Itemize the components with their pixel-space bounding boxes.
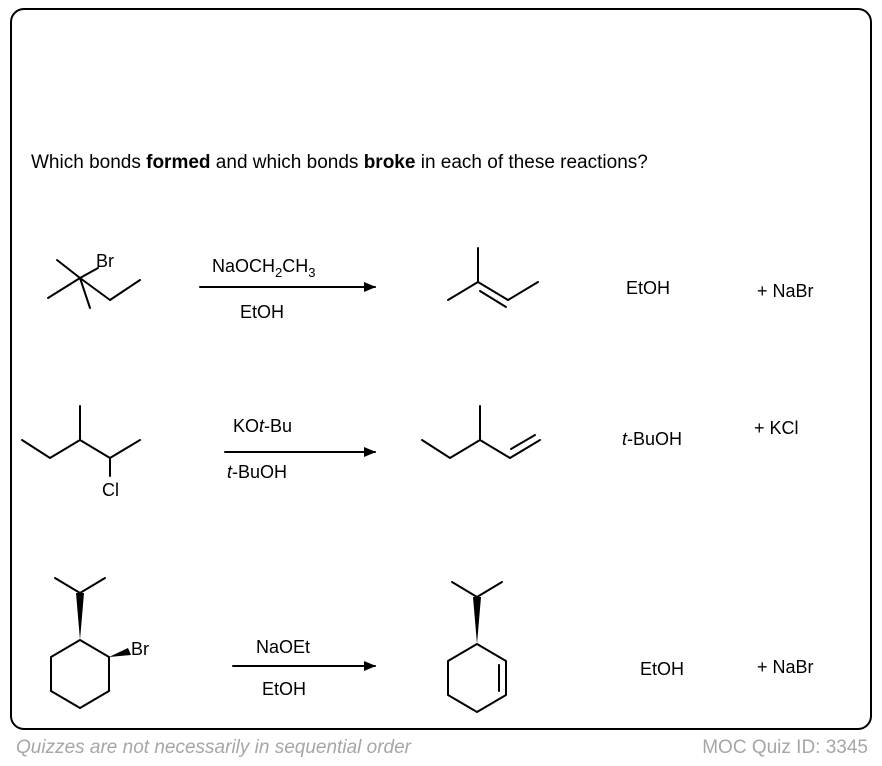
quiz-id: MOC Quiz ID: 3345 <box>702 737 868 758</box>
reaction-1-byproduct: EtOH <box>626 278 670 298</box>
reaction-2-byproduct: t-BuOH <box>622 429 682 449</box>
reaction-2-reagent: KOt-Bu <box>233 416 292 436</box>
product-2-structure <box>421 405 541 459</box>
reaction-2-salt: + KCl <box>754 418 799 438</box>
reactant-3-structure: Br <box>50 577 149 709</box>
broke-keyword: broke <box>363 152 416 173</box>
quiz-card <box>10 8 872 730</box>
reactant-3-br-label: Br <box>131 639 149 659</box>
sequence-note: Quizzes are not necessarily in sequentia… <box>16 737 411 758</box>
reaction-1-salt: + NaBr <box>757 281 814 301</box>
reaction-2: Cl KOt-Bu t-BuOH t-BuOH + KCl <box>21 405 799 500</box>
reactant-2-cl-label: Cl <box>102 480 119 500</box>
reactant-1-br-label: Br <box>96 251 114 271</box>
product-3-structure <box>447 581 507 713</box>
formed-keyword: formed <box>146 152 211 173</box>
reaction-1-reagent: NaOCH2CH3 <box>212 256 315 280</box>
product-1-structure <box>447 247 539 308</box>
reaction-3-reagent: NaOEt <box>256 637 310 657</box>
reaction-3-solvent: EtOH <box>262 679 306 699</box>
reaction-3-byproduct: EtOH <box>640 659 684 679</box>
reaction-2-solvent: t-BuOH <box>227 462 287 482</box>
reaction-1-solvent: EtOH <box>240 302 284 322</box>
question-text: Which bonds formed and which bonds broke… <box>31 152 648 173</box>
reactant-1-structure: Br <box>47 251 141 309</box>
reactant-2-structure: Cl <box>21 405 141 500</box>
reaction-1: Br NaOCH2CH3 EtOH EtOH + NaBr <box>47 247 814 322</box>
reaction-3: Br NaOEt EtOH EtOH + NaBr <box>50 577 814 713</box>
reaction-3-salt: + NaBr <box>757 657 814 677</box>
